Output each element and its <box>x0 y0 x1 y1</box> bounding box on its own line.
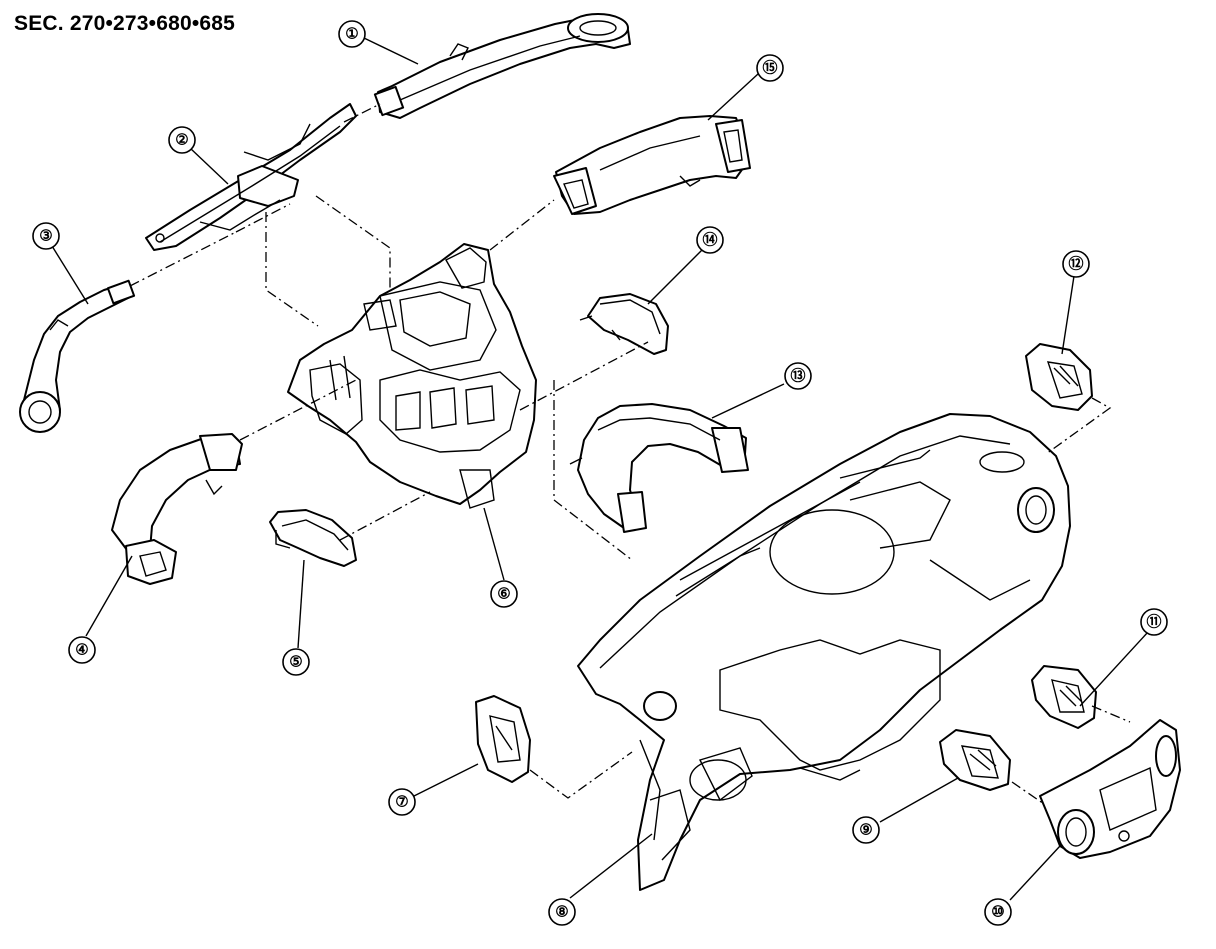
part-9-lower-vent <box>939 729 1011 791</box>
leader-lines <box>51 37 1149 901</box>
part-5-vent-duct <box>269 509 357 567</box>
callout-15-label: ⑮ <box>762 59 777 77</box>
callout-1-label: ① <box>345 26 358 43</box>
assembly-lines <box>129 103 1131 805</box>
callout-4-label: ④ <box>75 642 88 659</box>
instrument-panel <box>577 413 1071 891</box>
part-7-lower-vent <box>475 695 531 783</box>
part-3-left-duct <box>19 279 136 433</box>
callout-9-label: ⑨ <box>859 822 872 839</box>
callout-3-label: ③ <box>39 228 52 245</box>
callout-11-label: ⑪ <box>1146 613 1161 631</box>
callout-12: ⑫ <box>1062 250 1090 278</box>
callout-10-label: ⑩ <box>991 904 1004 921</box>
part-10-cluster-bezel <box>1039 719 1181 859</box>
callout-14-label: ⑭ <box>702 231 717 249</box>
callout-13: ⑬ <box>784 362 812 390</box>
callout-13-label: ⑬ <box>790 367 805 385</box>
part-14-center-vent <box>579 293 669 355</box>
callout-5-label: ⑤ <box>289 654 302 671</box>
callout-5: ⑤ <box>282 648 310 676</box>
callout-14: ⑭ <box>696 226 724 254</box>
callout-7-label: ⑦ <box>395 794 408 811</box>
part-12-side-vent <box>1025 343 1093 411</box>
callout-9: ⑨ <box>852 816 880 844</box>
part-2-center-duct <box>145 103 357 251</box>
callout-4: ④ <box>68 636 96 664</box>
part-6-heater-unit <box>287 243 537 509</box>
part-13-side-duct <box>569 403 749 533</box>
callout-6: ⑥ <box>490 580 518 608</box>
callout-1: ① <box>338 20 366 48</box>
part-15-upper-duct <box>553 115 751 215</box>
callout-8: ⑧ <box>548 898 576 926</box>
callout-12-label: ⑫ <box>1068 255 1083 273</box>
callout-11: ⑪ <box>1140 608 1168 636</box>
callout-2-label: ② <box>175 132 188 149</box>
callout-3: ③ <box>32 222 60 250</box>
callout-8-label: ⑧ <box>555 904 568 921</box>
part-1-defroster-duct <box>373 13 631 119</box>
part-4-lower-duct <box>111 433 243 585</box>
callout-6-label: ⑥ <box>497 586 510 603</box>
callout-10: ⑩ <box>984 898 1012 926</box>
callout-2: ② <box>168 126 196 154</box>
section-title: SEC. 270•273•680•685 <box>14 12 236 35</box>
callout-15: ⑮ <box>756 54 784 82</box>
callout-7: ⑦ <box>388 788 416 816</box>
part-11-right-vent <box>1031 665 1097 729</box>
